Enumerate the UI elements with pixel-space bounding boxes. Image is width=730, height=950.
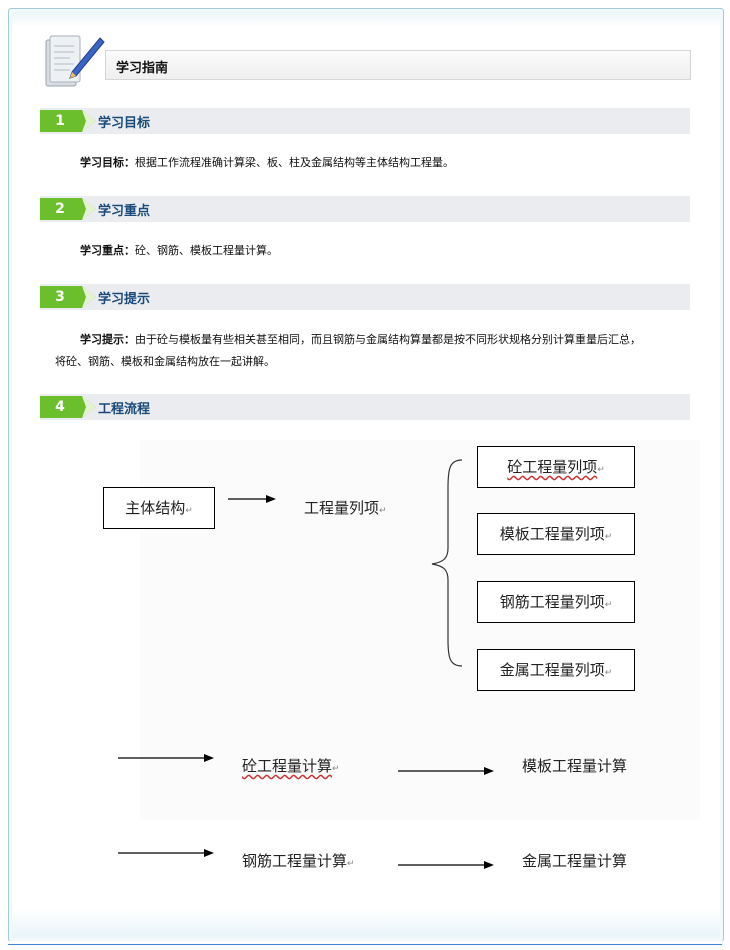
calc-rebar: 钢筋工程量计算↵ bbox=[242, 850, 355, 871]
section-number: 3 bbox=[55, 289, 65, 305]
section-label: 工程流程 bbox=[98, 402, 151, 417]
para-text: 将砼、钢筋、模板和金属结构放在一起讲解。 bbox=[55, 355, 275, 368]
guide-header: 学习指南 bbox=[40, 30, 691, 88]
calc-label: 钢筋工程量计算 bbox=[242, 852, 348, 870]
news-pen-icon bbox=[45, 35, 105, 87]
calc-concrete: 砼工程量计算↵ bbox=[242, 755, 340, 776]
section-2-text: 学习重点：砼、钢筋、模板工程量计算。 bbox=[80, 240, 278, 262]
para-mark: ↵ bbox=[604, 600, 613, 610]
para-mark: ↵ bbox=[332, 764, 340, 774]
arrow-right-icon bbox=[228, 495, 276, 503]
para-text: 由于砼与模板量有些相关甚至相同，而且钢筋与金属结构算量都是按不同形状规格分别计算… bbox=[135, 333, 641, 346]
arrow-right-icon bbox=[398, 767, 494, 775]
para-mark: ↵ bbox=[185, 506, 193, 516]
item-label: 砼工程量列项 bbox=[507, 458, 598, 476]
section-label: 学习目标 bbox=[98, 116, 151, 131]
guide-title-bar bbox=[105, 50, 691, 80]
calc-metal: 金属工程量计算 bbox=[522, 850, 627, 871]
section-bar bbox=[40, 196, 690, 222]
para-bold: 学习重点： bbox=[80, 244, 135, 257]
section-head-2: 2 学习重点 bbox=[40, 196, 690, 222]
item-label: 模板工程量列项 bbox=[499, 525, 605, 543]
item-box-rebar: 钢筋工程量列项↵ bbox=[477, 581, 635, 623]
section-1-text: 学习目标：根据工作流程准确计算梁、板、柱及金属结构等主体结构工程量。 bbox=[80, 152, 454, 174]
main-structure-box: 主体结构↵ bbox=[103, 487, 215, 529]
list-label: 工程量列项↵ bbox=[304, 497, 387, 518]
section-bar bbox=[40, 394, 690, 420]
item-box-formwork: 模板工程量列项↵ bbox=[477, 513, 635, 555]
para-text: 根据工作流程准确计算梁、板、柱及金属结构等主体结构工程量。 bbox=[135, 156, 454, 169]
number-tab-icon bbox=[40, 396, 96, 418]
calc-formwork: 模板工程量计算 bbox=[522, 755, 627, 776]
section-label: 学习提示 bbox=[98, 292, 151, 307]
para-mark: ↵ bbox=[604, 532, 613, 542]
guide-title: 学习指南 bbox=[116, 61, 169, 76]
calc-label: 金属工程量计算 bbox=[522, 852, 628, 870]
item-label: 金属工程量列项 bbox=[499, 661, 605, 679]
section-number: 1 bbox=[55, 113, 65, 129]
section-bar bbox=[40, 284, 690, 310]
para-bold: 学习提示： bbox=[80, 333, 135, 346]
item-box-concrete: 砼工程量列项↵ bbox=[477, 446, 635, 488]
para-text: 砼、钢筋、模板工程量计算。 bbox=[135, 244, 278, 257]
section-head-1: 1 学习目标 bbox=[40, 108, 690, 134]
section-label: 学习重点 bbox=[98, 204, 151, 219]
section-head-4: 4 工程流程 bbox=[40, 394, 690, 420]
arrow-right-icon bbox=[118, 754, 214, 762]
number-tab-icon bbox=[40, 286, 96, 308]
list-label-text: 工程量列项 bbox=[304, 499, 380, 517]
section-head-3: 3 学习提示 bbox=[40, 284, 690, 310]
item-label: 钢筋工程量列项 bbox=[499, 593, 605, 611]
number-tab-icon bbox=[40, 198, 96, 220]
section-number: 4 bbox=[55, 399, 65, 415]
para-mark: ↵ bbox=[604, 668, 613, 678]
section-3-text-line1: 学习提示：由于砼与模板量有些相关甚至相同，而且钢筋与金属结构算量都是按不同形状规… bbox=[80, 329, 700, 351]
arrow-right-icon bbox=[118, 849, 214, 857]
number-tab-icon bbox=[40, 110, 96, 132]
calc-label: 模板工程量计算 bbox=[522, 757, 628, 775]
para-mark: ↵ bbox=[379, 506, 387, 516]
section-bar bbox=[40, 108, 690, 134]
arrow-right-icon bbox=[398, 861, 494, 869]
section-3-text-line2: 将砼、钢筋、模板和金属结构放在一起讲解。 bbox=[55, 351, 275, 373]
bottom-line bbox=[8, 944, 722, 945]
bottom-strip bbox=[0, 941, 730, 950]
para-mark: ↵ bbox=[347, 859, 355, 869]
calc-label: 砼工程量计算 bbox=[242, 757, 333, 775]
main-structure-label: 主体结构 bbox=[125, 499, 186, 517]
para-bold: 学习目标： bbox=[80, 156, 135, 169]
para-mark: ↵ bbox=[597, 465, 605, 475]
diagram-panel bbox=[140, 440, 700, 820]
item-box-metal: 金属工程量列项↵ bbox=[477, 649, 635, 691]
brace-icon bbox=[431, 459, 463, 667]
section-number: 2 bbox=[55, 201, 65, 217]
